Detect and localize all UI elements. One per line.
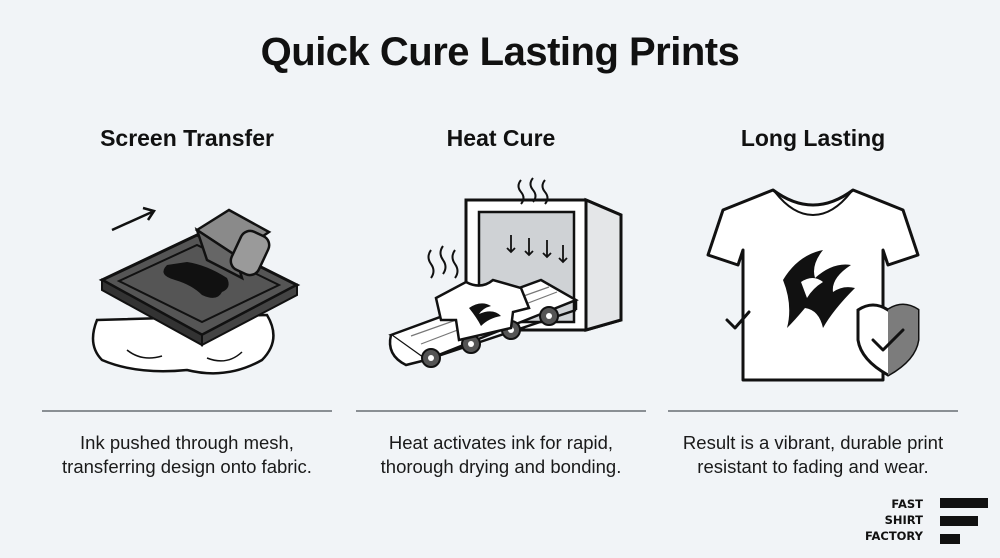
- logo-bar: [940, 534, 960, 544]
- tshirt-shield-icon: [683, 170, 943, 400]
- divider: [42, 410, 332, 412]
- panel-long-lasting: Long Lasting Result is a vibrant, durabl…: [668, 120, 958, 500]
- panel-title: Long Lasting: [740, 125, 886, 151]
- panel-heat-cure: Heat Cure: [356, 120, 646, 500]
- panel-description: Ink pushed through mesh, transferring de…: [62, 432, 312, 477]
- fast-shirt-factory-logo: FAST SHIRT FACTORY: [864, 496, 988, 548]
- panel-description: Heat activates ink for rapid, thorough d…: [380, 432, 622, 477]
- panel-title: Screen Transfer: [100, 125, 274, 151]
- screen-printing-icon: [57, 170, 317, 400]
- conveyor-dryer-icon: [371, 170, 631, 400]
- logo-text: FAST SHIRT FACTORY: [864, 497, 923, 543]
- panel-description: Result is a vibrant, durable print resis…: [682, 432, 944, 477]
- divider: [668, 410, 958, 412]
- panel-screen-transfer: Screen Transfer: [42, 120, 332, 500]
- logo-bar: [940, 498, 988, 508]
- logo-bar: [940, 516, 978, 526]
- panel-title: Heat Cure: [446, 125, 556, 151]
- page-title: Quick Cure Lasting Prints: [260, 30, 740, 74]
- divider: [356, 410, 646, 412]
